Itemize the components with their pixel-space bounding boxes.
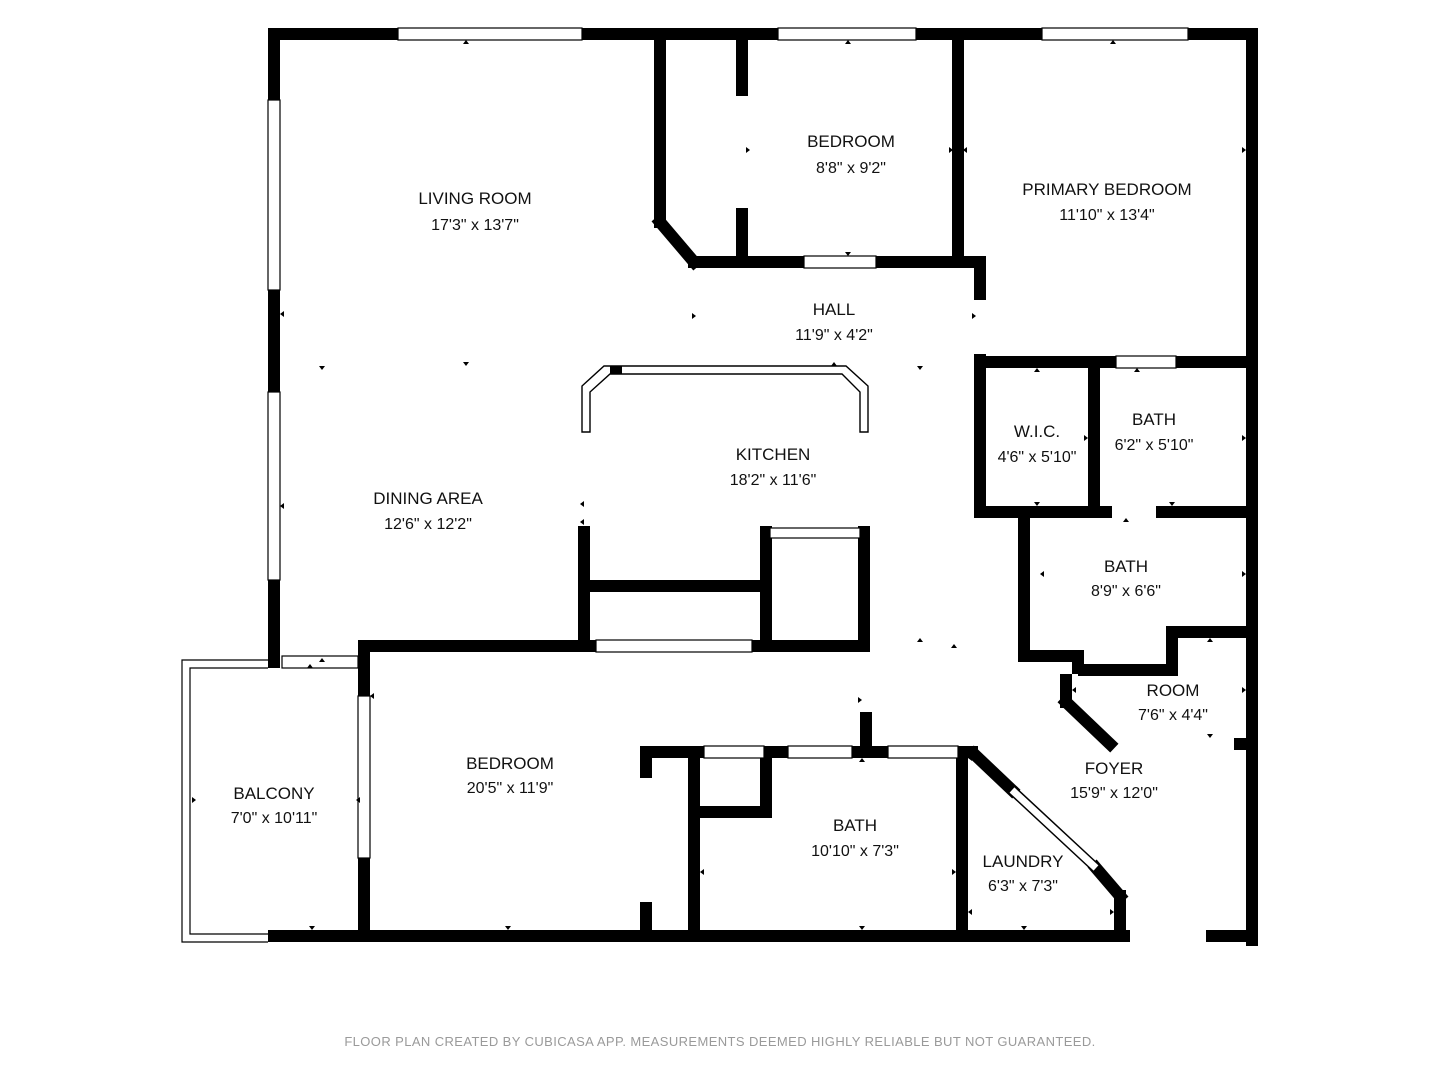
room-dimension: 6'3" x 7'3": [988, 878, 1058, 895]
room-name: FOYER: [1085, 759, 1144, 778]
room-name: DINING AREA: [373, 489, 483, 508]
room-dimension: 12'6" x 12'2": [384, 516, 472, 533]
room-name: BATH: [833, 816, 877, 835]
measure-ticks: [192, 40, 1246, 930]
room-name: ROOM: [1147, 681, 1200, 700]
room-dimension: 7'6" x 4'4": [1138, 707, 1208, 724]
room-dimension: 8'8" x 9'2": [816, 160, 886, 177]
room-name: BATH: [1104, 557, 1148, 576]
island-end: [610, 366, 622, 374]
kitchen-island: [581, 365, 869, 433]
room-dimension: 20'5" x 11'9": [467, 780, 554, 797]
room-name: BEDROOM: [466, 754, 554, 773]
room-labels: LIVING ROOM 17'3" x 13'7" BEDROOM 8'8" x…: [231, 132, 1208, 895]
room-dimension: 18'2" x 11'6": [730, 472, 817, 489]
room-dimension: 6'2" x 5'10": [1115, 437, 1194, 454]
windows: [267, 27, 1189, 759]
room-dimension: 11'10" x 13'4": [1059, 207, 1154, 224]
room-dimension: 11'9" x 4'2": [795, 327, 873, 344]
room-dimension: 8'9" x 6'6": [1091, 583, 1161, 600]
room-dimension: 7'0" x 10'11": [231, 810, 318, 827]
room-name: W.I.C.: [1014, 422, 1060, 441]
footer-disclaimer: FLOOR PLAN CREATED BY CUBICASA APP. MEAS…: [344, 1034, 1096, 1049]
room-name: HALL: [813, 300, 856, 319]
room-name: KITCHEN: [736, 445, 811, 464]
room-name: LIVING ROOM: [418, 189, 531, 208]
room-name: PRIMARY BEDROOM: [1022, 180, 1191, 199]
room-name: BEDROOM: [807, 132, 895, 151]
room-dimension: 10'10" x 7'3": [811, 843, 899, 860]
room-dimension: 15'9" x 12'0": [1070, 785, 1158, 802]
balcony-outline: [181, 655, 371, 943]
room-dimension: 4'6" x 5'10": [998, 449, 1077, 466]
room-name: BALCONY: [233, 784, 314, 803]
room-name: BATH: [1132, 410, 1176, 429]
room-name: LAUNDRY: [983, 852, 1064, 871]
walls: [268, 28, 1258, 946]
room-dimension: 17'3" x 13'7": [431, 217, 519, 234]
